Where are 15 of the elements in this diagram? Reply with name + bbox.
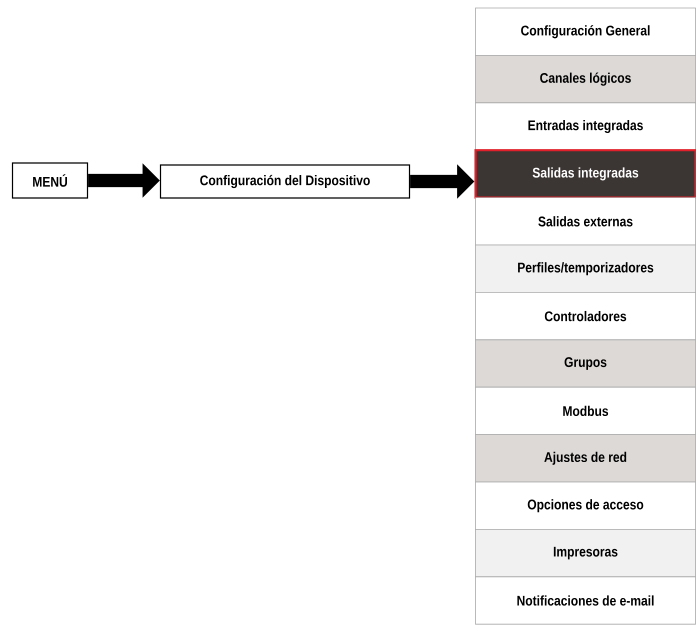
menu-item: Configuración General: [475, 8, 696, 56]
menu-box: MENÚ: [12, 162, 88, 199]
menu-item: Salidas externas: [475, 197, 696, 246]
menu-item: Canales lógicos: [475, 55, 696, 104]
menu-item: Salidas integradas: [474, 149, 696, 199]
menu-item: Opciones de acceso: [475, 482, 696, 530]
menu-item: Modbus: [475, 386, 696, 435]
menu-item: Controladores: [475, 292, 696, 340]
process-box: Configuración del Dispositivo: [160, 164, 410, 199]
menu-item: Perfiles/temporizadores: [475, 244, 696, 293]
menu-item: Notificaciones de e-mail: [475, 576, 696, 625]
menu-item: Grupos: [475, 339, 696, 388]
menu-item: Impresoras: [475, 529, 696, 578]
menu-item: Ajustes de red: [475, 434, 696, 482]
menu-item: Entradas integradas: [475, 102, 696, 151]
